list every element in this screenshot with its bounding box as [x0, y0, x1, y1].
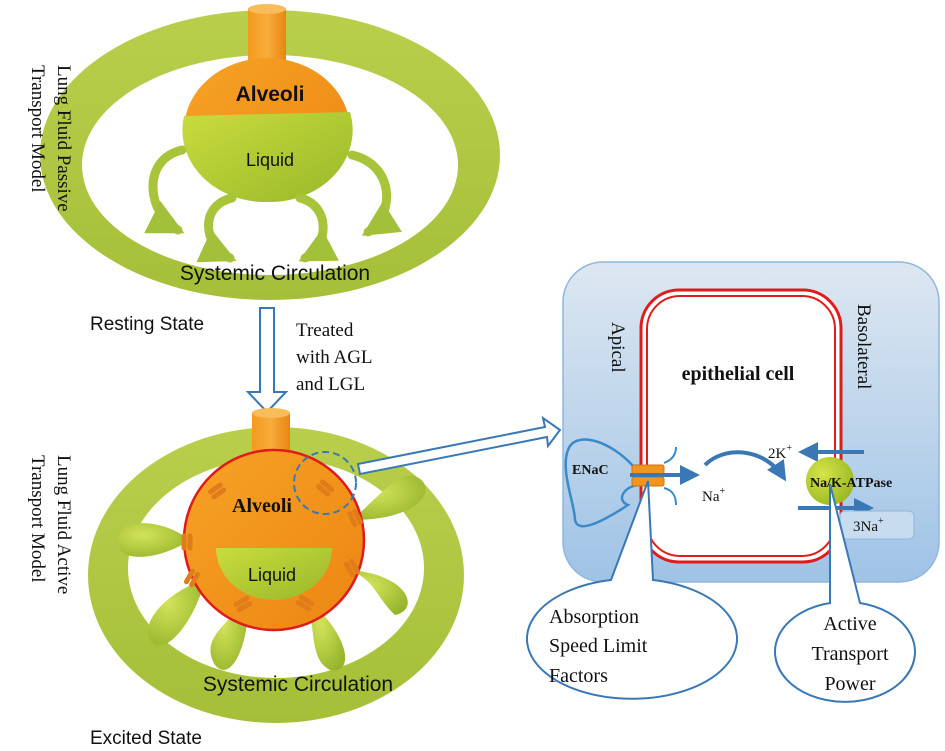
- absorption-line1: Absorption: [549, 606, 639, 628]
- enac-protein-outline: [564, 438, 641, 528]
- power-line3: Power: [824, 673, 875, 695]
- passive-side-label-line2: Transport Model: [27, 65, 48, 193]
- zoom-focus-circle: [293, 451, 357, 515]
- active-alveoli-label: Alveoli: [232, 495, 292, 517]
- absorption-line3: Factors: [549, 665, 608, 687]
- channel-icon: [343, 558, 361, 578]
- channel-icon: [295, 594, 315, 612]
- cell-membrane-inner: [646, 295, 836, 557]
- passive-side-label-line1: Lung Fluid Passive: [53, 65, 74, 212]
- epithelial-cell-panel: epithelial cell Apical Basolateral ENaC …: [562, 261, 940, 583]
- na-k-atpase-label: Na/K-ATPase: [810, 476, 892, 491]
- na3-ion-label: 3Na+: [853, 516, 884, 535]
- channel-icon: [183, 568, 201, 588]
- power-line2: Transport: [811, 643, 888, 665]
- na-ion-label: Na+: [702, 486, 726, 505]
- droplet: [350, 570, 408, 615]
- zoom-in-arrow-icon: [356, 415, 562, 476]
- droplet: [117, 523, 190, 557]
- passive-circulation-label: Systemic Circulation: [180, 262, 370, 285]
- basolateral-label: Basolateral: [853, 304, 874, 389]
- active-alveoli: [182, 448, 366, 632]
- passive-side-label: Lung Fluid Passive Transport Model: [27, 65, 74, 212]
- treatment-transition: Treated with AGL and LGL: [245, 307, 373, 414]
- passive-alveoli: [182, 58, 353, 203]
- k-ion-label: 2K+: [768, 443, 792, 462]
- membrane-channels: [181, 479, 363, 613]
- enac-label: ENaC: [572, 463, 609, 478]
- active-liquid-label: Liquid: [248, 565, 296, 585]
- na-k-atpase-pump: [806, 457, 854, 505]
- absorption-line2: Speed Limit: [549, 635, 648, 657]
- droplet: [148, 580, 205, 646]
- treatment-line2: with AGL: [296, 347, 373, 368]
- resting-state-label: Resting State: [90, 314, 204, 335]
- epithelial-cell-label: epithelial cell: [682, 363, 795, 385]
- channel-icon: [347, 508, 363, 528]
- channel-icon: [207, 482, 227, 500]
- na-transfer-arrow-icon: [703, 450, 787, 482]
- down-arrow-icon: [245, 307, 289, 414]
- active-model: Alveoli Liquid Systemic Circulation Exci…: [27, 408, 464, 749]
- passive-alveoli-label: Alveoli: [236, 83, 305, 106]
- apical-label: Apical: [607, 322, 628, 373]
- active-side-label-line2: Transport Model: [27, 455, 48, 583]
- absorption-callout: Absorption Speed Limit Factors: [526, 480, 738, 700]
- droplet: [352, 475, 426, 520]
- channel-icon: [315, 479, 335, 497]
- channel-icon: [181, 533, 193, 551]
- active-circulation-label: Systemic Circulation: [203, 673, 393, 696]
- treatment-line3: and LGL: [296, 374, 365, 395]
- channel-icon: [233, 595, 253, 613]
- active-transport-callout: Active Transport Power: [774, 483, 916, 703]
- passive-model: Alveoli Liquid Systemic Circulation Rest…: [27, 4, 500, 335]
- active-side-label: Lung Fluid Active Transport Model: [27, 455, 74, 594]
- excited-state-label: Excited State: [90, 728, 202, 749]
- treatment-line1: Treated: [296, 320, 354, 341]
- active-side-label-line1: Lung Fluid Active: [53, 455, 74, 594]
- passive-flow-arrows: [144, 145, 402, 263]
- passive-liquid-label: Liquid: [246, 150, 294, 170]
- power-line1: Active: [823, 613, 876, 635]
